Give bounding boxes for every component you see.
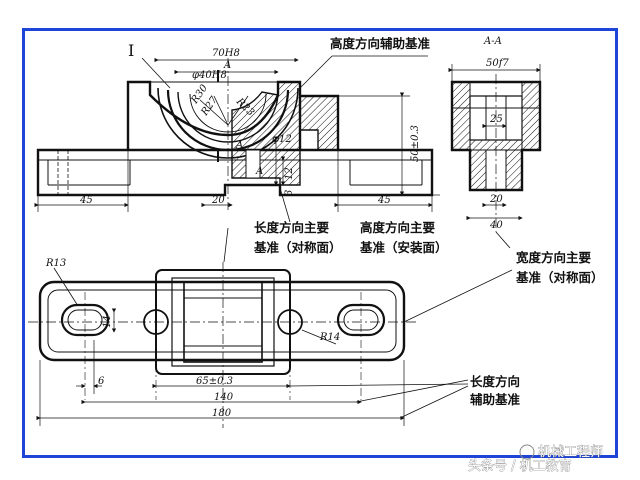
top-dimensions <box>36 308 405 426</box>
dim-20-side: 20 <box>489 194 503 205</box>
dim-45-right: 45 <box>377 195 391 206</box>
watermark-brand: 机械工程师 <box>538 445 603 460</box>
dim-20-front: 20 <box>211 195 225 206</box>
cut-label-top: A <box>223 60 231 71</box>
dim-12: 12 <box>284 167 295 180</box>
dim-d12: φ12 <box>272 134 292 145</box>
label-height-main-1: 高度方向主要 <box>360 220 436 235</box>
top-view <box>28 262 416 428</box>
dim-140: 140 <box>214 392 234 403</box>
dim-70h8: 70H8 <box>212 48 240 59</box>
drawing-border <box>22 28 618 458</box>
datum-labels: 高度方向辅助基准 长度方向主要 基准（对称面） 高度方向主要 基准（安装面） 宽… <box>253 36 604 407</box>
dim-14: 14 <box>102 315 113 328</box>
dim-45-left: 45 <box>79 195 93 206</box>
label-width-main-2: 基准（对称面） <box>515 270 604 285</box>
side-dimensions <box>448 64 541 221</box>
dim-r13: R13 <box>45 258 66 269</box>
front-dimensions <box>34 57 440 212</box>
cut-label-bot: A <box>255 166 263 177</box>
watermark-source: 头条号 / 机工教育 <box>468 458 572 474</box>
dim-25: 25 <box>489 114 503 125</box>
top-dim-labels: R13 14 R14 6 65±0.3 140 180 <box>45 258 340 419</box>
label-height-aux: 高度方向辅助基准 <box>330 36 431 51</box>
label-length-aux-1: 长度方向 <box>470 374 520 389</box>
dim-180: 180 <box>212 408 232 419</box>
label-length-aux-2: 辅助基准 <box>470 392 521 407</box>
label-height-main-2: 基准（安装面） <box>359 240 448 255</box>
side-view <box>450 74 542 249</box>
dim-3: 3 <box>284 190 295 196</box>
dim-50f7: 50f7 <box>486 58 509 69</box>
watermark: 机械工程师 头条号 / 机工教育 <box>468 444 603 474</box>
dim-40: 40 <box>489 220 503 231</box>
side-dim-labels: A-A 50f7 25 20 40 <box>483 36 509 231</box>
dim-40h8: φ40H8 <box>192 70 227 81</box>
watermark-logo-icon <box>519 444 535 460</box>
label-length-main-2: 基准（对称面） <box>253 240 342 255</box>
front-view <box>36 55 434 210</box>
label-length-main-1: 长度方向主要 <box>254 220 330 235</box>
dim-r14: R14 <box>319 332 340 343</box>
view-label-aa: A-A <box>483 36 502 47</box>
cut-label-mid: A <box>235 140 243 151</box>
dim-65: 65±0.3 <box>196 376 233 387</box>
dim-50: 50±0.3 <box>410 125 421 162</box>
label-width-main-1: 宽度方向主要 <box>515 250 592 265</box>
datum-leaders <box>223 187 513 419</box>
dim-6: 6 <box>98 376 105 387</box>
section-marker: I <box>128 41 134 60</box>
